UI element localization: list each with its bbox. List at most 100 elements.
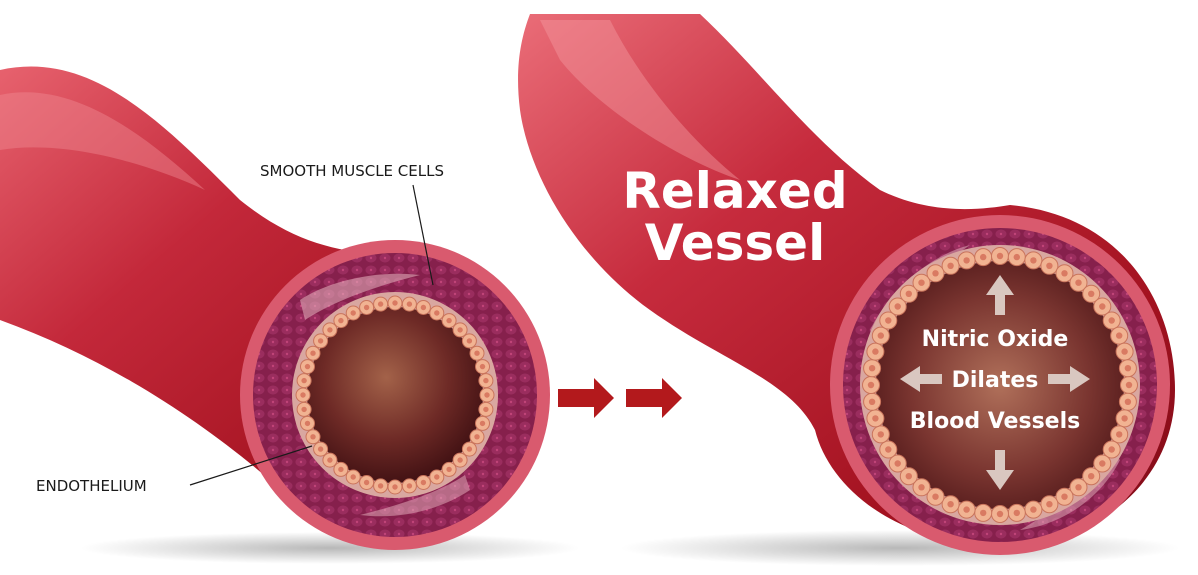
cell-nucleus	[868, 365, 876, 372]
cell-nucleus	[1099, 303, 1106, 310]
cell-nucleus	[474, 350, 480, 356]
cell-nucleus	[304, 363, 311, 370]
cell-nucleus	[434, 474, 440, 480]
cell-nucleus	[1013, 509, 1020, 517]
cell-nucleus	[350, 474, 356, 480]
cell-nucleus	[479, 420, 486, 427]
left-vessel	[0, 66, 550, 550]
arrow-left-icon	[900, 366, 942, 392]
right-endothelium-cells	[862, 247, 1138, 523]
cell-nucleus	[894, 303, 901, 310]
left-vessel-shadow	[80, 532, 580, 564]
cell-nucleus	[377, 301, 384, 307]
cell-nucleus	[483, 406, 489, 413]
cell-nucleus	[300, 392, 306, 398]
arrow-down-icon	[986, 450, 1014, 490]
left-vessel-highlight	[0, 92, 205, 190]
cell-nucleus	[1121, 415, 1128, 422]
cell-nucleus	[918, 279, 925, 286]
center-text-line1: Nitric Oxide	[922, 327, 1069, 352]
cell-nucleus	[980, 509, 987, 517]
cell-nucleus	[1013, 253, 1020, 261]
right-vessel-highlight	[540, 20, 740, 180]
label-endothelium: ENDOTHELIUM	[36, 477, 147, 495]
cell-nucleus	[474, 434, 480, 440]
arrow-right-icon	[1048, 366, 1090, 392]
cell-nucleus	[406, 301, 413, 307]
cell-nucleus	[338, 317, 344, 324]
cell-nucleus	[867, 381, 875, 389]
cell-nucleus	[483, 377, 489, 384]
cell-nucleus	[327, 327, 333, 333]
cell-nucleus	[317, 338, 324, 344]
cell-nucleus	[963, 257, 970, 264]
cell-nucleus	[905, 290, 912, 297]
cell-nucleus	[932, 493, 939, 500]
cell-nucleus	[392, 484, 398, 490]
cell-nucleus	[885, 317, 892, 324]
cell-nucleus	[1075, 484, 1082, 491]
cell-nucleus	[310, 434, 316, 440]
cell-nucleus	[446, 466, 452, 473]
cell-nucleus	[1108, 317, 1115, 324]
cell-nucleus	[304, 420, 311, 427]
arrow-right-1	[558, 378, 614, 418]
cell-nucleus	[363, 479, 370, 486]
cell-nucleus	[377, 483, 384, 489]
cell-nucleus	[918, 484, 925, 491]
cell-nucleus	[350, 310, 356, 316]
cell-nucleus	[1116, 431, 1123, 438]
cell-nucleus	[310, 350, 316, 356]
cell-nucleus	[1061, 493, 1068, 500]
cell-nucleus	[894, 460, 901, 467]
cell-nucleus	[479, 363, 486, 370]
cell-nucleus	[1046, 262, 1053, 269]
cell-nucleus	[877, 332, 884, 339]
cell-nucleus	[457, 327, 463, 333]
cell-nucleus	[1121, 348, 1128, 355]
left-lumen	[307, 307, 483, 483]
cell-nucleus	[457, 457, 463, 463]
cell-nucleus	[885, 446, 892, 453]
arrow-right-2	[626, 378, 682, 418]
left-muscle-streak-2	[360, 475, 470, 517]
cell-nucleus	[1099, 460, 1106, 467]
cell-nucleus	[466, 338, 473, 344]
cell-nucleus	[1061, 270, 1068, 277]
title-line2: Vessel	[645, 214, 825, 272]
cell-nucleus	[484, 392, 490, 398]
right-vessel-shadow	[620, 530, 1180, 566]
cell-nucleus	[392, 300, 398, 306]
cell-nucleus	[1046, 501, 1053, 508]
cell-nucleus	[872, 348, 879, 355]
cell-nucleus	[932, 270, 939, 277]
cell-nucleus	[317, 446, 324, 452]
cell-nucleus	[947, 501, 954, 508]
cell-nucleus	[363, 304, 370, 311]
cell-nucleus	[1088, 473, 1095, 480]
cell-nucleus	[1088, 290, 1095, 297]
cell-nucleus	[1124, 365, 1132, 372]
cell-nucleus	[434, 310, 440, 316]
cell-nucleus	[301, 406, 307, 413]
cell-nucleus	[947, 262, 954, 269]
cell-nucleus	[1124, 398, 1132, 405]
cell-nucleus	[1108, 446, 1115, 453]
leader-line-smooth-muscle	[412, 184, 434, 286]
cell-nucleus	[466, 446, 473, 452]
cell-nucleus	[963, 506, 970, 513]
cell-nucleus	[1030, 257, 1037, 264]
cell-nucleus	[338, 466, 344, 473]
cell-nucleus	[327, 457, 333, 463]
cell-nucleus	[872, 415, 879, 422]
center-text-line2: Dilates	[952, 368, 1039, 393]
left-endothelium-cells	[295, 295, 495, 495]
right-lumen	[876, 261, 1124, 509]
arrow-up-icon	[986, 275, 1014, 315]
cell-nucleus	[406, 483, 413, 489]
cell-nucleus	[868, 398, 876, 405]
label-smooth-muscle-cells: SMOOTH MUSCLE CELLS	[260, 162, 444, 180]
cell-nucleus	[877, 431, 884, 438]
cell-nucleus	[905, 473, 912, 480]
